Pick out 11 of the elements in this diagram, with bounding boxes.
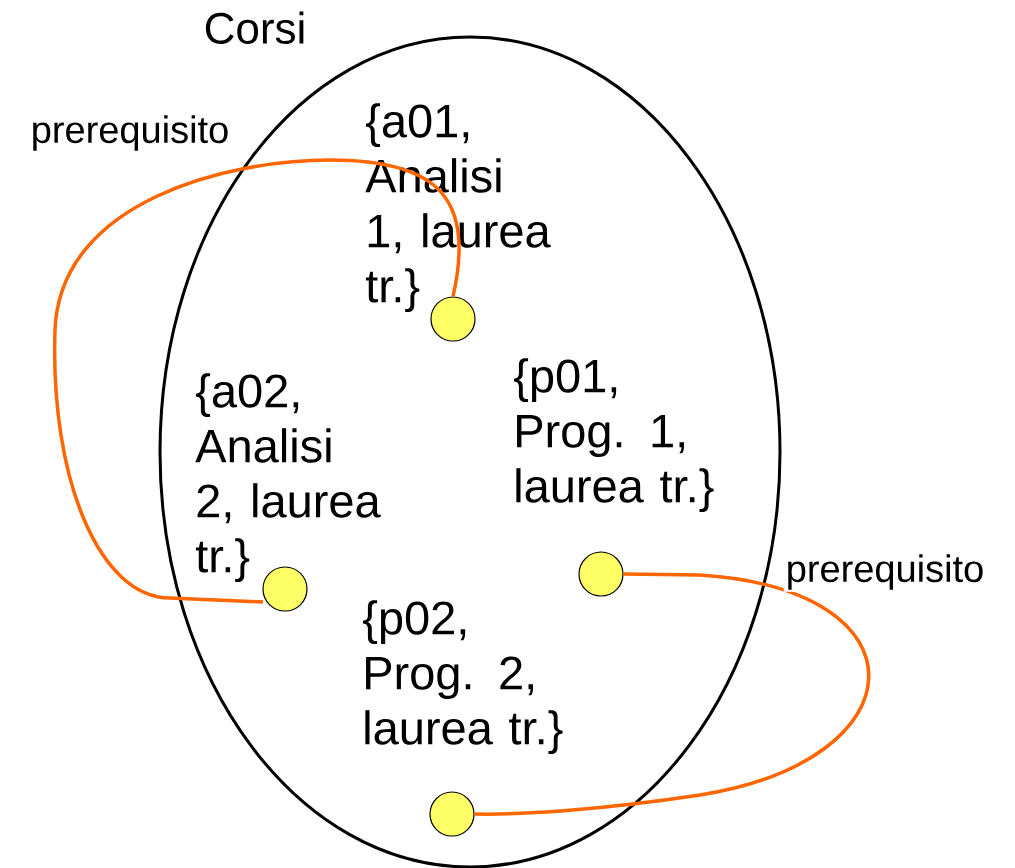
element-dot [262, 566, 308, 612]
tuple-text: {a02, Analisi 2, laurea tr.} [195, 373, 381, 582]
relation-line [474, 572, 870, 816]
element-dot [430, 296, 476, 342]
relation-line [53, 158, 461, 604]
element-dot [578, 551, 624, 597]
tuple-text: {p01, Prog. 1, laurea tr.} [514, 358, 714, 512]
edge-label: prerequisito [783, 552, 987, 592]
edge-label: prerequisito [28, 113, 232, 153]
tuple-text: {p02, Prog. 2, laurea tr.} [363, 600, 563, 754]
element-dot [429, 791, 475, 837]
